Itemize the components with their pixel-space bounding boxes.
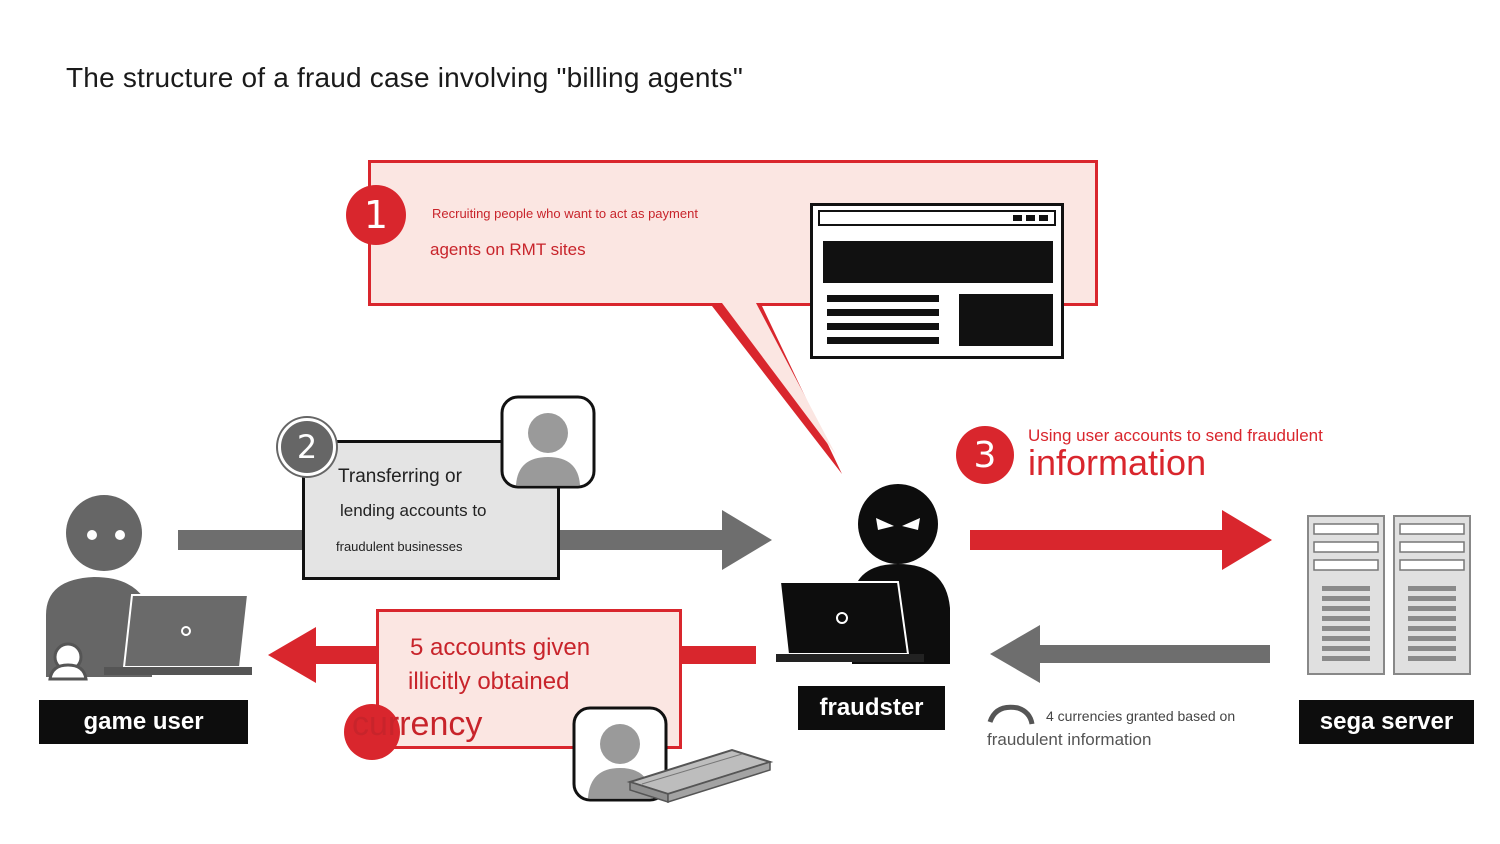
currency-text-line2: illicitly obtained [408, 668, 570, 695]
step2-text-line1: Transferring or [338, 466, 462, 487]
swirl-mark [987, 704, 1035, 725]
money-transfer-illustration [572, 706, 774, 804]
step2-text-line3: fraudulent businesses [336, 539, 463, 554]
step3-number-badge: 3 [956, 426, 1014, 484]
server-icon [1307, 515, 1471, 675]
step3-text-line1: Using user accounts to send fraudulent [1028, 426, 1323, 445]
arrow-left-icon [990, 625, 1270, 683]
fraudster-label: fraudster [798, 686, 945, 730]
browser-window-icon [810, 203, 1064, 359]
server-return-text-line2: fraudulent information [987, 730, 1152, 749]
avatar-icon [500, 395, 596, 489]
currency-text-line1: 5 accounts given [410, 634, 591, 661]
step1-text-line2: agents on RMT sites [430, 240, 586, 259]
user-badge-icon [48, 642, 88, 681]
arrow-right-icon [970, 510, 1272, 570]
step3-text-line2: information [1028, 442, 1207, 483]
game-user-figure [46, 495, 252, 681]
fraudster-figure [776, 484, 950, 664]
currency-badge [344, 704, 400, 760]
game-user-label: game user [39, 700, 248, 744]
page-title: The structure of a fraud case involving … [66, 62, 743, 93]
step1-number-badge: 1 [346, 185, 406, 245]
laptop-icon [104, 594, 252, 675]
sega-server-label: sega server [1299, 700, 1474, 744]
laptop-icon [776, 581, 924, 662]
server-return-text-line1: 4 currencies granted based on [1046, 708, 1236, 724]
currency-panel [376, 609, 682, 749]
currency-text-line3: currency [352, 705, 483, 743]
step2-number-badge: 2 [278, 418, 336, 476]
step2-text-line2: lending accounts to [340, 501, 487, 520]
money-stack-icon [626, 748, 774, 804]
step1-text-line1: Recruiting people who want to act as pay… [432, 206, 698, 221]
